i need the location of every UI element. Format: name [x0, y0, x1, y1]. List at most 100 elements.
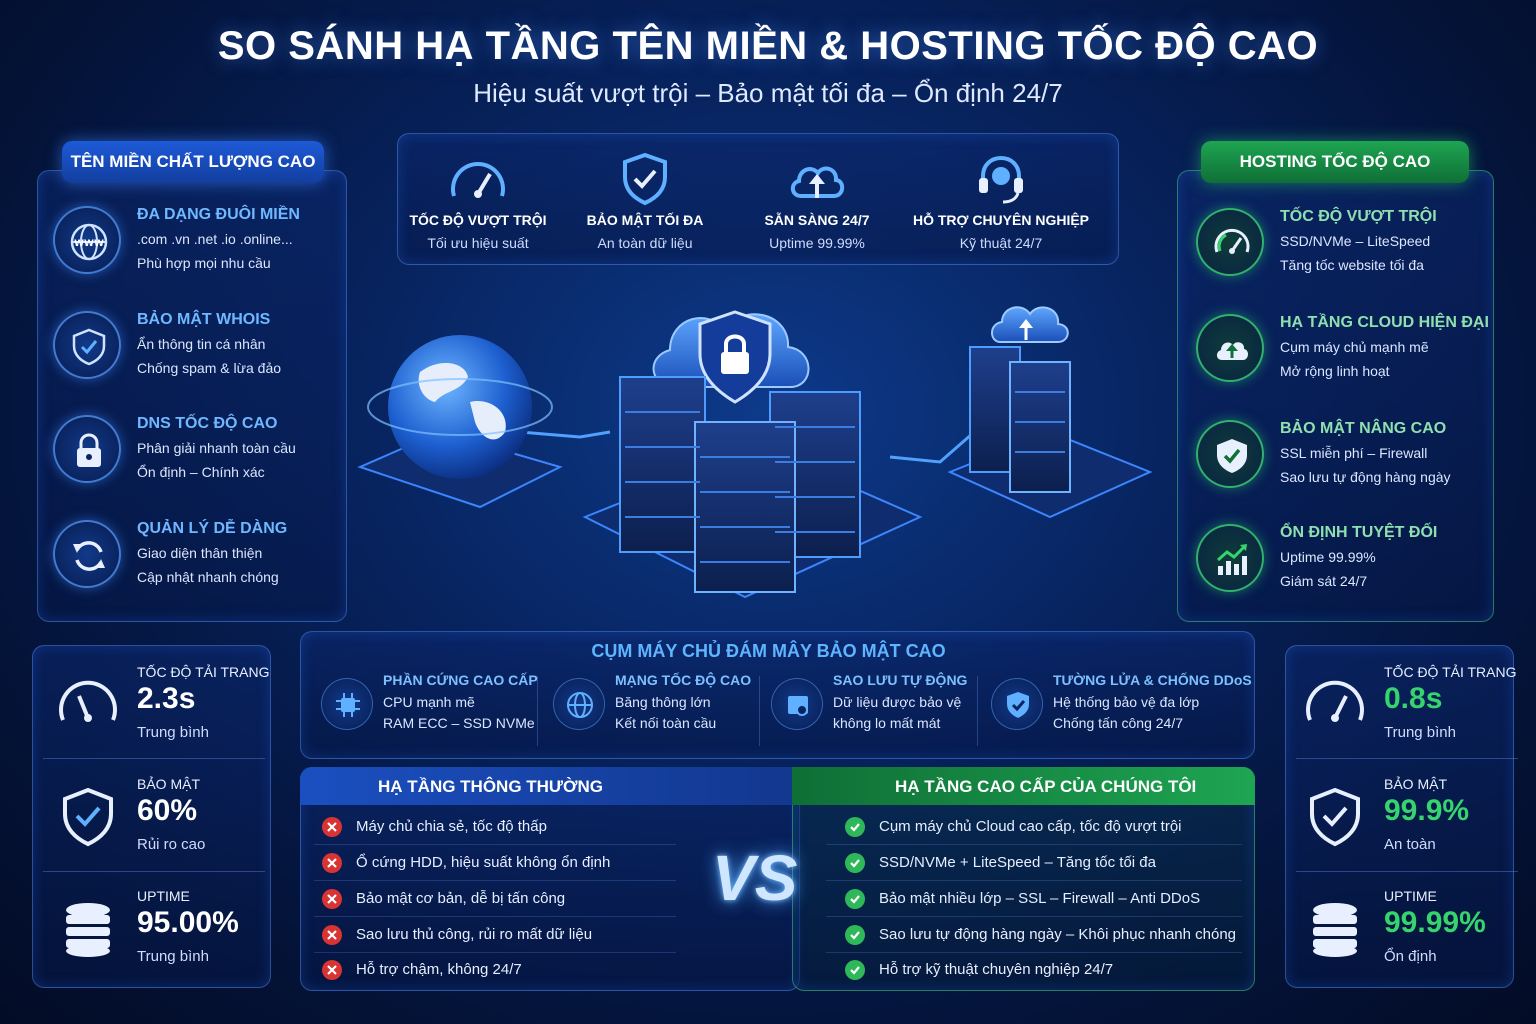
feature-heading: QUẢN LÝ DỄ DÀNG	[137, 520, 288, 537]
stat-uptime: UPTIME 99.99% Ổn định	[1290, 880, 1518, 990]
cluster-line: CPU mạnh mẽ	[383, 694, 475, 710]
feature-line: SSD/NVMe – LiteSpeed	[1280, 233, 1431, 249]
speedometer-icon	[59, 680, 117, 722]
cluster-line: RAM ECC – SSD NVMe	[383, 715, 535, 731]
divider	[1296, 871, 1518, 872]
cluster-item: TƯỜNG LỬA & CHỐNG DDoS Hệ thống bảo vệ đ…	[991, 672, 1252, 752]
www-globe-icon: WWW	[53, 206, 121, 274]
feature-heading: BẢO MẬT NÂNG CAO	[1280, 420, 1447, 437]
divider	[314, 844, 676, 845]
stat-sub: Trung bình	[137, 948, 209, 965]
premium-stats-panel: TỐC ĐỘ TẢI TRANG 0.8s Trung bình BẢO MẬT…	[1285, 645, 1518, 988]
backup-icon	[771, 678, 823, 730]
cluster-item: MẠNG TỐC ĐỘ CAO Băng thông lớn Kết nối t…	[553, 672, 783, 752]
stat-sub: Trung bình	[137, 724, 209, 741]
cluster-item: PHẦN CỨNG CAO CẤP CPU mạnh mẽ RAM ECC – …	[321, 672, 551, 752]
stat-sub: Trung bình	[1384, 724, 1456, 741]
domain-feature-item: WWW ĐA DẠNG ĐUÔI MIỀN .com .vn .net .io …	[53, 206, 343, 286]
stat-label: UPTIME	[137, 888, 190, 904]
cluster-heading: MẠNG TỐC ĐỘ CAO	[615, 672, 752, 688]
speedometer-icon	[1196, 208, 1264, 276]
cluster-item: SAO LƯU TỰ ĐỘNG Dữ liệu được bảo vệ khôn…	[771, 672, 1001, 752]
hosting-feature-list: TỐC ĐỘ VƯỢT TRỘI SSD/NVMe – LiteSpeed Tă…	[1180, 170, 1494, 622]
standard-header	[300, 767, 800, 805]
divider	[1296, 758, 1518, 759]
shield-check-icon	[1310, 787, 1360, 847]
stat-label: BẢO MẬT	[1384, 776, 1448, 792]
cross-icon	[322, 817, 342, 837]
feature-line: .com .vn .net .io .online...	[137, 231, 293, 247]
hosting-feature-item: ỔN ĐỊNH TUYỆT ĐỐI Uptime 99.99% Giám sát…	[1196, 524, 1486, 604]
top-feature-sub: Uptime 99.99%	[769, 235, 865, 251]
feature-line: Cụm máy chủ mạnh mẽ	[1280, 339, 1429, 355]
premium-header	[792, 767, 1255, 805]
cpu-chip-icon	[321, 678, 373, 730]
feature-line: Tăng tốc website tối đa	[1280, 257, 1424, 273]
feature-heading: TỐC ĐỘ VƯỢT TRỘI	[1280, 208, 1437, 225]
top-feature-heading: SẴN SÀNG 24/7	[764, 212, 870, 228]
top-feature-item: TỐC ĐỘ VƯỢT TRỘI Tối ưu hiệu suất	[393, 134, 563, 264]
divider	[537, 676, 538, 746]
feature-heading: ĐA DẠNG ĐUÔI MIỀN	[137, 206, 300, 223]
stat-label: TỐC ĐỘ TẢI TRANG	[137, 664, 270, 680]
feature-line: Ẩn thông tin cá nhân	[137, 336, 266, 352]
cluster-line: không lo mất mát	[833, 715, 941, 731]
hosting-feature-item: HẠ TẦNG CLOUD HIỆN ĐẠI Cụm máy chủ mạnh …	[1196, 314, 1489, 394]
cluster-line: Băng thông lớn	[615, 694, 711, 710]
hosting-feature-item: TỐC ĐỘ VƯỢT TRỘI SSD/NVMe – LiteSpeed Tă…	[1196, 208, 1486, 288]
top-feature-sub: An toàn dữ liệu	[597, 235, 693, 251]
divider	[826, 844, 1242, 845]
top-feature-heading: HỖ TRỢ CHUYÊN NGHIỆP	[912, 212, 1090, 228]
stat-sub: Rủi ro cao	[137, 836, 206, 853]
divider	[314, 916, 676, 917]
top-feature-sub: Tối ưu hiệu suất	[427, 235, 529, 251]
divider	[43, 758, 265, 759]
comparison-table: HẠ TẦNG THÔNG THƯỜNG HẠ TẦNG CAO CẤP CỦA…	[300, 767, 1255, 991]
stat-value: 95.00%	[137, 906, 239, 939]
check-icon	[845, 817, 865, 837]
stat-security: BẢO MẬT 99.9% An toàn	[1290, 768, 1518, 878]
feature-line: Phân giải nhanh toàn cầu	[137, 440, 296, 456]
lock-icon	[53, 415, 121, 483]
stat-value: 0.8s	[1384, 682, 1443, 715]
cloud-cluster-panel: CỤM MÁY CHỦ ĐÁM MÂY BẢO MẬT CAO PHẦN CỨN…	[300, 631, 1255, 759]
cluster-heading: SAO LƯU TỰ ĐỘNG	[833, 672, 968, 688]
firewall-shield-icon	[991, 678, 1043, 730]
hosting-panel-title: HOSTING TỐC ĐỘ CAO	[1201, 141, 1469, 183]
feature-line: Sao lưu tự động hàng ngày	[1280, 469, 1451, 485]
standard-title: HẠ TẦNG THÔNG THƯỜNG	[378, 777, 604, 796]
growth-chart-icon	[1196, 524, 1264, 592]
cross-icon	[322, 960, 342, 980]
feature-heading: HẠ TẦNG CLOUD HIỆN ĐẠI	[1280, 314, 1489, 331]
cross-icon	[322, 853, 342, 873]
stat-value: 60%	[137, 794, 198, 827]
cluster-line: Chống tấn công 24/7	[1053, 715, 1183, 731]
feature-line: Cập nhật nhanh chóng	[137, 569, 279, 585]
domain-feature-item: QUẢN LÝ DỄ DÀNG Giao diện thân thiện Cập…	[53, 520, 343, 600]
feature-heading: BẢO MẬT WHOIS	[137, 311, 271, 328]
cluster-line: Hệ thống bảo vệ đa lớp	[1053, 694, 1200, 710]
refresh-icon	[53, 520, 121, 588]
check-icon	[845, 889, 865, 909]
vs-badge: VS	[712, 842, 798, 914]
speedometer-icon	[1306, 680, 1364, 722]
cluster-heading: TƯỜNG LỬA & CHỐNG DDoS	[1053, 672, 1252, 688]
divider	[314, 880, 676, 881]
cluster-heading: PHẦN CỨNG CAO CẤP	[383, 672, 538, 688]
feature-line: Uptime 99.99%	[1280, 549, 1376, 565]
divider	[826, 916, 1242, 917]
shield-icon	[53, 311, 121, 379]
divider	[759, 676, 760, 746]
shield-icon	[63, 787, 113, 847]
check-icon	[845, 925, 865, 945]
stat-label: TỐC ĐỘ TẢI TRANG	[1384, 664, 1517, 680]
headset-icon	[979, 155, 1023, 204]
check-icon	[845, 960, 865, 980]
feature-heading: ỔN ĐỊNH TUYỆT ĐỐI	[1280, 524, 1438, 541]
divider	[826, 952, 1242, 953]
feature-line: SSL miễn phí – Firewall	[1280, 445, 1428, 461]
feature-line: Ổn định – Chính xác	[137, 464, 265, 480]
hosting-feature-item: BẢO MẬT NÂNG CAO SSL miễn phí – Firewall…	[1196, 420, 1486, 500]
domain-feature-item: BẢO MẬT WHOIS Ẩn thông tin cá nhân Chống…	[53, 311, 343, 391]
stat-load-time: TỐC ĐỘ TẢI TRANG 2.3s Trung bình	[43, 656, 271, 766]
